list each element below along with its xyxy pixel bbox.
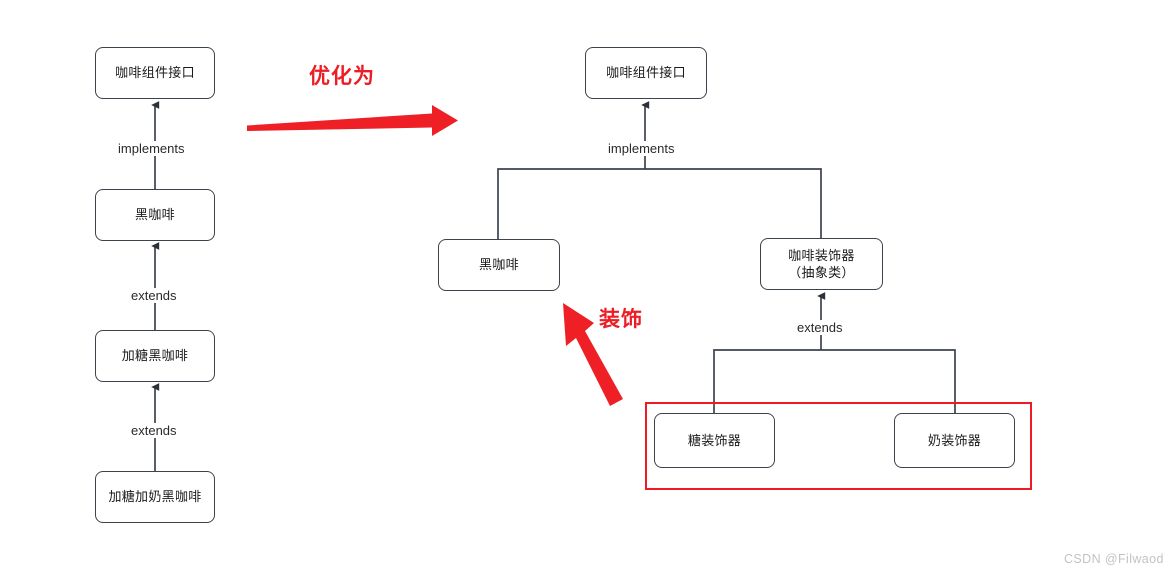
edge-label-left-implements: implements xyxy=(115,141,188,156)
decorate-arrow xyxy=(563,303,623,406)
box-label: 加糖加奶黑咖啡 xyxy=(108,489,202,505)
box-left-sugar-milk-coffee[interactable]: 加糖加奶黑咖啡 xyxy=(95,471,215,523)
box-label-secondary: （抽象类） xyxy=(788,265,855,280)
box-left-sugar-coffee[interactable]: 加糖黑咖啡 xyxy=(95,330,215,382)
box-label: 奶装饰器 xyxy=(927,432,982,448)
box-right-sugar-decorator[interactable]: 糖装饰器 xyxy=(654,413,775,468)
optimize-label: 优化为 xyxy=(309,65,375,88)
edge-label-right-extends: extends xyxy=(794,320,846,335)
box-label: 糖装饰器 xyxy=(687,432,742,448)
box-right-milk-decorator[interactable]: 奶装饰器 xyxy=(894,413,1015,468)
box-label: 咖啡组件接口 xyxy=(115,65,195,81)
box-right-black-coffee[interactable]: 黑咖啡 xyxy=(438,239,560,291)
edge-label-left-extends-1: extends xyxy=(128,288,180,303)
edge-label-right-implements: implements xyxy=(605,141,678,156)
edge-label-left-extends-2: extends xyxy=(128,423,180,438)
csdn-watermark: CSDN @Filwaod xyxy=(1064,552,1164,566)
decorator-highlight-rect xyxy=(645,402,1032,490)
box-left-interface[interactable]: 咖啡组件接口 xyxy=(95,47,215,99)
decorate-label: 装饰 xyxy=(599,308,643,331)
box-right-interface[interactable]: 咖啡组件接口 xyxy=(585,47,707,99)
box-label: 黑咖啡 xyxy=(479,257,519,273)
box-label-primary: 咖啡装饰器 xyxy=(788,247,855,263)
box-label: 加糖黑咖啡 xyxy=(121,348,189,364)
box-label: 咖啡组件接口 xyxy=(606,65,686,81)
box-left-black-coffee[interactable]: 黑咖啡 xyxy=(95,189,215,241)
box-right-coffee-decorator[interactable]: 咖啡装饰器 （抽象类） xyxy=(760,238,883,290)
box-label: 黑咖啡 xyxy=(135,207,175,223)
optimize-arrow xyxy=(247,105,458,136)
